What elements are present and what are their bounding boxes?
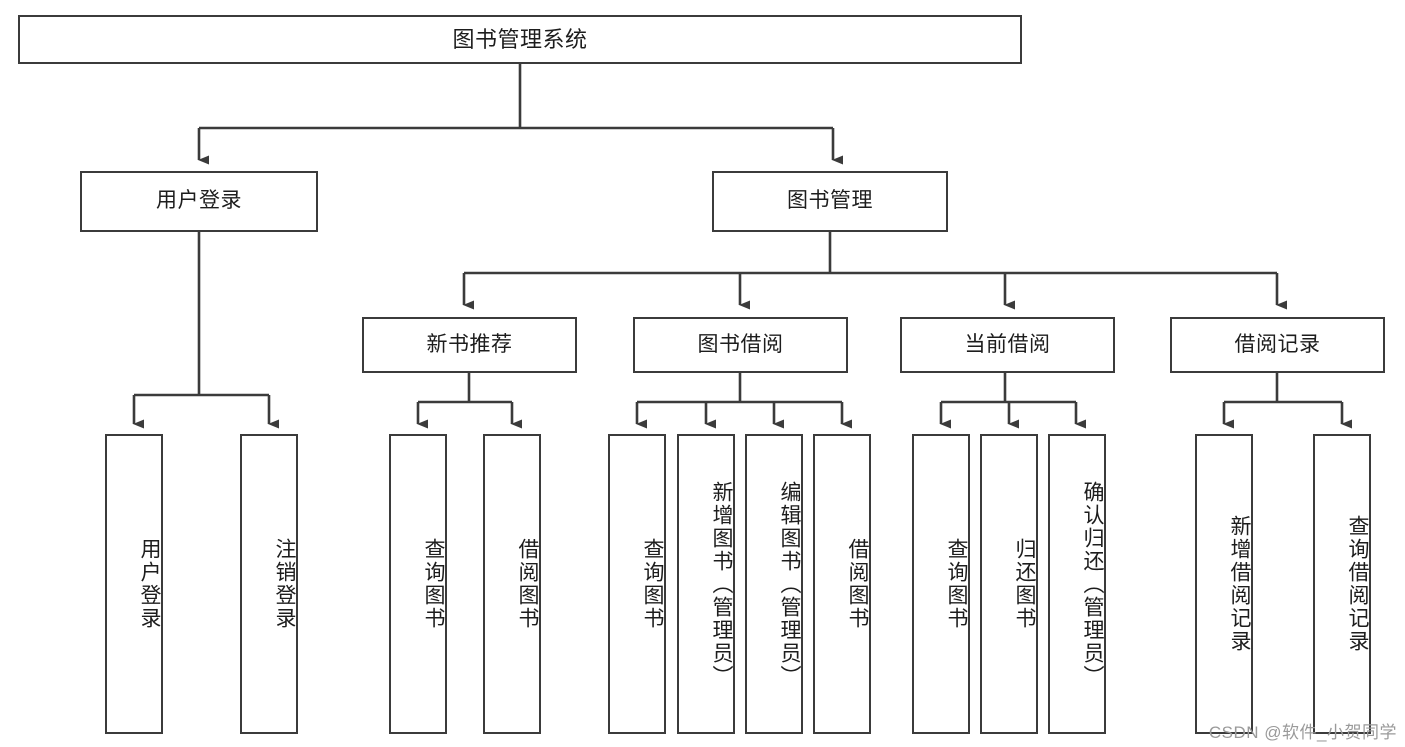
node-label: 编辑图书（管理员）	[778, 480, 801, 688]
leaf-return-book[interactable]: 归还图书	[980, 434, 1038, 734]
node-book-manage[interactable]: 图书管理	[712, 171, 948, 232]
node-label: 图书管理系统	[452, 26, 588, 52]
leaf-borrow-book-recommend[interactable]: 借阅图书	[483, 434, 541, 734]
node-new-book-recommend[interactable]: 新书推荐	[362, 317, 577, 373]
leaf-user-login[interactable]: 用户登录	[105, 434, 163, 734]
node-label: 图书借阅	[697, 332, 784, 356]
node-user-login[interactable]: 用户登录	[80, 171, 318, 232]
node-label: 新增图书（管理员）	[710, 480, 733, 688]
leaf-add-book-admin[interactable]: 新增图书（管理员）	[677, 434, 735, 734]
node-label: 用户登录	[156, 189, 242, 213]
node-label: 归还图书	[1013, 538, 1036, 630]
node-label: 查询图书	[945, 538, 968, 630]
leaf-query-borrow-record[interactable]: 查询借阅记录	[1313, 434, 1371, 734]
node-label: 新增借阅记录	[1228, 515, 1251, 653]
node-borrow-record[interactable]: 借阅记录	[1170, 317, 1385, 373]
node-label: 借阅图书	[516, 538, 539, 630]
leaf-logout[interactable]: 注销登录	[240, 434, 298, 734]
node-label: 图书管理	[787, 189, 873, 213]
node-label: 借阅记录	[1234, 332, 1321, 356]
node-book-borrow[interactable]: 图书借阅	[633, 317, 848, 373]
watermark-text: CSDN @软件_小贺同学	[1208, 723, 1397, 742]
leaf-query-book-borrow[interactable]: 查询图书	[608, 434, 666, 734]
node-current-borrow[interactable]: 当前借阅	[900, 317, 1115, 373]
leaf-confirm-return-admin[interactable]: 确认归还（管理员）	[1048, 434, 1106, 734]
node-label: 查询图书	[641, 538, 664, 630]
node-label: 查询图书	[422, 538, 445, 630]
leaf-query-book-current[interactable]: 查询图书	[912, 434, 970, 734]
leaf-query-book-recommend[interactable]: 查询图书	[389, 434, 447, 734]
node-label: 借阅图书	[846, 538, 869, 630]
node-label: 注销登录	[273, 538, 296, 630]
leaf-add-borrow-record[interactable]: 新增借阅记录	[1195, 434, 1253, 734]
leaf-edit-book-admin[interactable]: 编辑图书（管理员）	[745, 434, 803, 734]
node-label: 查询借阅记录	[1346, 515, 1369, 653]
node-label: 当前借阅	[964, 332, 1051, 356]
node-label: 确认归还（管理员）	[1081, 480, 1104, 688]
node-label: 新书推荐	[426, 332, 513, 356]
node-label: 用户登录	[138, 538, 161, 630]
node-root-system[interactable]: 图书管理系统	[18, 15, 1022, 64]
leaf-borrow-book[interactable]: 借阅图书	[813, 434, 871, 734]
